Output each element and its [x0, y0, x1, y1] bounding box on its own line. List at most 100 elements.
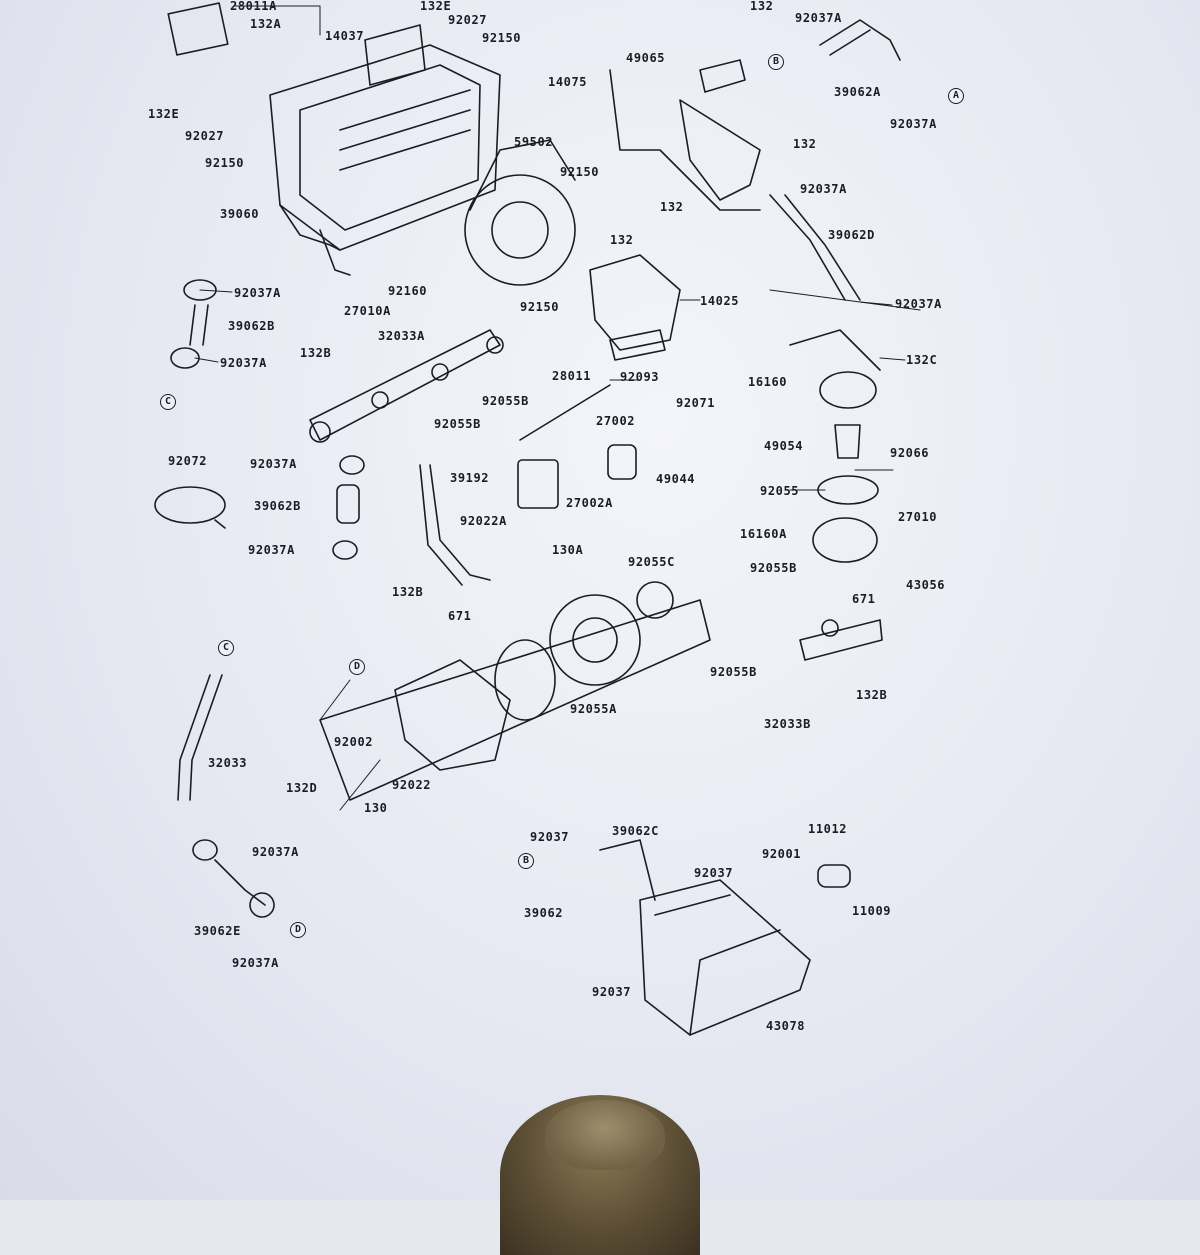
callout-c-left: C	[160, 394, 176, 410]
part-label: 92037A	[800, 182, 847, 196]
part-label: 11009	[852, 904, 892, 918]
part-label: 92001	[762, 847, 802, 861]
part-label: 16160	[748, 375, 788, 389]
part-label: 92150	[560, 165, 600, 179]
part-label: 49044	[656, 472, 696, 486]
pipe-32033a	[309, 329, 504, 443]
part-label: 16160A	[740, 527, 787, 541]
part-label: 32033	[208, 756, 248, 770]
part-label: 92037A	[220, 356, 267, 370]
parts-diagram	[154, 2, 921, 1036]
part-label: 27002	[596, 414, 636, 428]
part-label: 132	[793, 137, 817, 151]
part-label: 92055	[760, 484, 800, 498]
part-label: 132B	[856, 688, 888, 702]
part-label: 92066	[890, 446, 930, 460]
part-label: 92037	[592, 985, 632, 999]
part-label: 132C	[906, 353, 938, 367]
part-label: 671	[852, 592, 876, 606]
part-label: 130	[364, 801, 388, 815]
part-label: 92055B	[434, 417, 481, 431]
part-label: 92037A	[248, 543, 295, 557]
part-label: 92037A	[890, 117, 937, 131]
part-label: 92150	[205, 156, 245, 170]
part-label: 32033A	[378, 329, 425, 343]
part-label: 92037A	[250, 457, 297, 471]
oil-cooler-assembly	[167, 2, 501, 276]
part-label: 92027	[448, 13, 488, 27]
part-label: 132B	[300, 346, 332, 360]
part-label: 27010	[898, 510, 938, 524]
part-label: 130A	[552, 543, 584, 557]
part-label: 92150	[482, 31, 522, 45]
reservoir-tank	[599, 839, 851, 1036]
part-label: 14075	[548, 75, 588, 89]
part-label: 92093	[620, 370, 660, 384]
part-label: 92055A	[570, 702, 617, 716]
part-label: 92055B	[710, 665, 757, 679]
callout-b-bottom: B	[518, 853, 534, 869]
bottom-left-hose	[177, 674, 275, 918]
part-label: 92150	[520, 300, 560, 314]
part-label: 92022A	[460, 514, 507, 528]
part-label: 49054	[764, 439, 804, 453]
part-label: 27010A	[344, 304, 391, 318]
bracket-14025	[589, 254, 681, 361]
part-label: 11012	[808, 822, 848, 836]
part-label: 132A	[250, 17, 282, 31]
part-label: 39062A	[834, 85, 881, 99]
part-label: 132D	[286, 781, 318, 795]
part-label: 43078	[766, 1019, 806, 1033]
part-label: 92037A	[795, 11, 842, 25]
fingernail	[545, 1100, 665, 1170]
part-label: 92072	[168, 454, 208, 468]
part-label: 39062D	[828, 228, 875, 242]
part-label: 28011	[552, 369, 592, 383]
part-label: 92055B	[482, 394, 529, 408]
part-label: 132E	[148, 107, 180, 121]
part-label: 43056	[906, 578, 946, 592]
part-label: 28011A	[230, 0, 277, 13]
part-label: 92037A	[234, 286, 281, 300]
leader-lines	[194, 5, 921, 811]
part-label: 39192	[450, 471, 490, 485]
part-label: 132	[610, 233, 634, 247]
callout-c-lower: C	[218, 640, 234, 656]
callout-b-top: B	[768, 54, 784, 70]
part-label: 92160	[388, 284, 428, 298]
part-label: 92037A	[895, 297, 942, 311]
part-label: 92022	[392, 778, 432, 792]
part-label: 32033B	[764, 717, 811, 731]
part-label: 132B	[392, 585, 424, 599]
callout-a: A	[948, 88, 964, 104]
part-label: 39060	[220, 207, 260, 221]
part-label: 132	[750, 0, 774, 13]
part-label: 92002	[334, 735, 374, 749]
part-label: 14025	[700, 294, 740, 308]
water-pump-assembly	[319, 464, 711, 801]
part-label: 92037	[694, 866, 734, 880]
part-label: 92037	[530, 830, 570, 844]
part-label: 92055C	[628, 555, 675, 569]
part-label: 132	[660, 200, 684, 214]
part-label: 14037	[325, 29, 365, 43]
part-label: 59502	[514, 135, 554, 149]
part-label: 39062C	[612, 824, 659, 838]
left-hoses	[154, 279, 365, 560]
intercooler-cover	[464, 139, 576, 286]
thermostat-housing	[789, 329, 883, 661]
part-label: 92037A	[252, 845, 299, 859]
part-label: 92027	[185, 129, 225, 143]
part-label: 671	[448, 609, 472, 623]
callout-d-mid: D	[349, 659, 365, 675]
connector-boxes	[517, 384, 637, 509]
part-label: 27002A	[566, 496, 613, 510]
part-label: 39062B	[254, 499, 301, 513]
callout-d-bottom: D	[290, 922, 306, 938]
part-label: 92055B	[750, 561, 797, 575]
part-label: 92037A	[232, 956, 279, 970]
upper-right-pipes	[609, 19, 901, 301]
part-label: 39062	[524, 906, 564, 920]
part-label: 92071	[676, 396, 716, 410]
